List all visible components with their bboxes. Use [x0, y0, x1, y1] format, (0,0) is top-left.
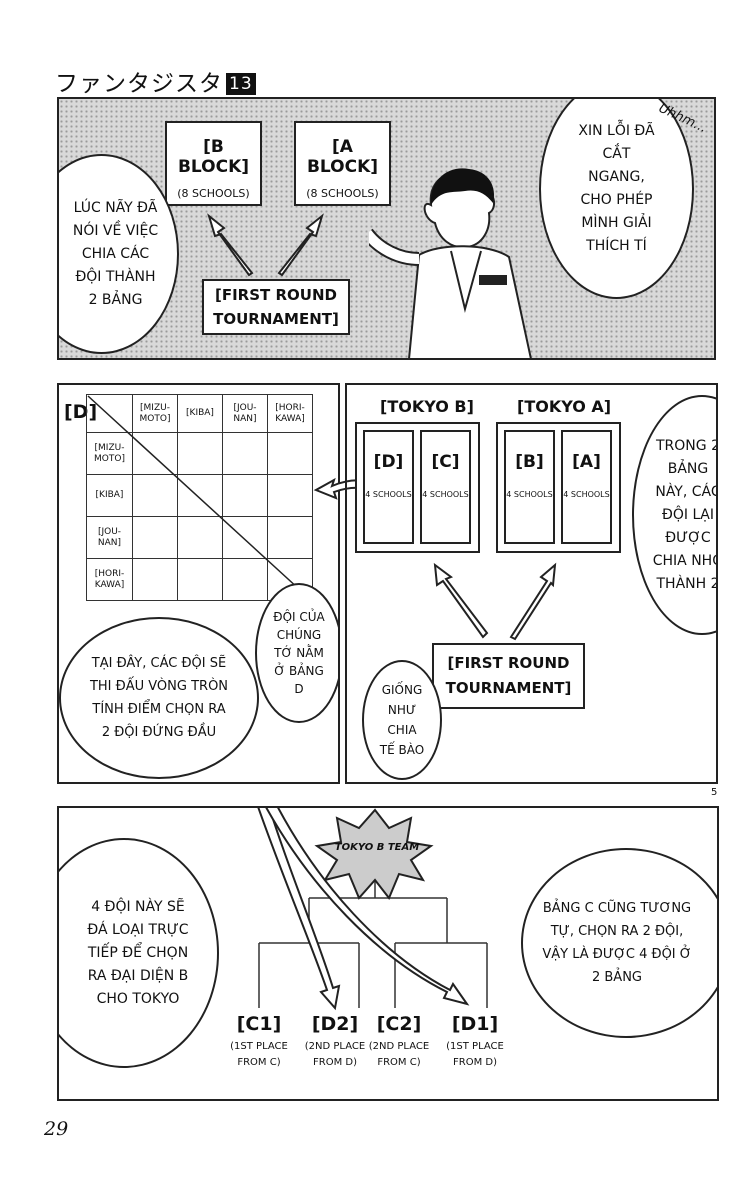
grid-diagonal — [87, 395, 312, 601]
seed-d1-sub: (1ST PLACE FROM D) — [446, 1041, 504, 1068]
block-a-sub: (8 SCHOOLS) — [306, 187, 379, 200]
group-a-label: [A] — [572, 452, 601, 472]
grid-cell — [132, 474, 178, 517]
group-b-label: [B] — [515, 452, 544, 472]
grid-cell — [132, 558, 178, 601]
bubble-intro: LÚC NÃY ĐÃ NÓI VỀ VIỆC CHIA CÁC ĐỘI THÀN… — [59, 154, 179, 354]
grid-cell — [267, 432, 313, 475]
bubble-round-robin: TẠI ĐÂY, CÁC ĐỘI SẼ THI ĐẤU VÒNG TRÒN TÍ… — [59, 617, 259, 779]
block-b-sub: (8 SCHOOLS) — [177, 187, 250, 200]
bubble-our-group: ĐỘI CỦA CHÚNG TỚ NẰM Ở BẢNG D — [255, 583, 338, 723]
grid-cell — [222, 432, 268, 475]
col-header-horikawa: [HORI- KAWA] — [267, 394, 313, 433]
panel-round-robin: [D] [MIZU- MOTO] [KIBA] [JOU- NAN] [HORI… — [57, 383, 340, 784]
group-c-sub: 4 SCHOOLS — [422, 490, 469, 499]
panel-tokyo-groups: [TOKYO B] [TOKYO A] [D] 4 SCHOOLS [C] 4 … — [345, 383, 718, 784]
group-d-sub: 4 SCHOOLS — [365, 490, 412, 499]
bubble-knockout: 4 ĐỘI NÀY SẼ ĐÁ LOẠI TRỰC TIẾP ĐỂ CHỌN R… — [59, 838, 219, 1068]
group-c-label: [C] — [431, 452, 460, 472]
seed-c1: [C1] (1ST PLACE FROM C) — [224, 1013, 294, 1071]
block-a-box: [A BLOCK] (8 SCHOOLS) — [294, 121, 391, 206]
group-arrows — [433, 562, 557, 641]
first-round-box-2: [FIRST ROUND TOURNAMENT] — [432, 643, 585, 709]
seed-d1: [D1] (1ST PLACE FROM D) — [439, 1013, 511, 1071]
seed-c2-label: [C2] — [376, 1013, 422, 1035]
tokyo-a-label: [TOKYO A] — [517, 397, 612, 416]
group-d-label: [D] — [373, 452, 404, 472]
grid-cell — [222, 558, 268, 601]
tokyo-b-label: [TOKYO B] — [380, 397, 474, 416]
bubble-cell-division: GIỐNG NHƯ CHIA TẾ BÀO — [362, 660, 442, 780]
book-title: ファンタジスタ — [55, 71, 223, 97]
seed-c1-label: [C1] — [236, 1013, 282, 1035]
block-a-title: [A BLOCK] — [306, 137, 379, 177]
first-round-box-1: [FIRST ROUND TOURNAMENT] — [202, 279, 350, 335]
round-robin-grid: [MIZU- MOTO] [KIBA] [JOU- NAN] [HORI- KA… — [86, 394, 313, 601]
block-arrows — [207, 213, 324, 277]
page-number: 29 — [44, 1118, 69, 1140]
group-b-sub: 4 SCHOOLS — [506, 490, 553, 499]
bubble-apology: XIN LỖI ĐÃ CẮT NGANG, CHO PHÉP MÌNH GIẢI… — [539, 99, 694, 299]
tokyo-b-star — [314, 808, 434, 900]
seed-c2-sub: (2ND PLACE FROM C) — [368, 1041, 430, 1068]
col-header-kiba: [KIBA] — [177, 394, 223, 433]
seed-c2: [C2] (2ND PLACE FROM C) — [363, 1013, 435, 1071]
panel-blocks: [B BLOCK] (8 SCHOOLS) [A BLOCK] (8 SCHOO… — [57, 97, 716, 360]
seed-d2: [D2] (2ND PLACE FROM D) — [299, 1013, 371, 1071]
block-b-title: [B BLOCK] — [177, 137, 250, 177]
bracket-lines — [257, 808, 488, 1011]
bubble-group-c: BẢNG C CŨNG TƯƠNG TỰ, CHỌN RA 2 ĐỘI, VẬY… — [521, 848, 717, 1038]
group-a-sub: 4 SCHOOLS — [563, 490, 610, 499]
col-header-mizumoto: [MIZU- MOTO] — [132, 394, 178, 433]
volume-badge: 13 — [226, 73, 256, 95]
seed-d2-label: [D2] — [311, 1013, 359, 1035]
group-a-box: [A] 4 SCHOOLS — [561, 430, 612, 544]
character-illustration — [369, 168, 532, 358]
seed-d1-label: [D1] — [451, 1013, 499, 1035]
seed-d2-sub: (2ND PLACE FROM D) — [304, 1041, 366, 1068]
group-b-box: [B] 4 SCHOOLS — [504, 430, 555, 544]
block-b-box: [B BLOCK] (8 SCHOOLS) — [165, 121, 262, 206]
group-d-box: [D] 4 SCHOOLS — [363, 430, 414, 544]
seed-c1-sub: (1ST PLACE FROM C) — [230, 1041, 288, 1068]
grid-cell — [267, 474, 313, 517]
panel-number: 5 — [711, 787, 718, 798]
row-header-horikawa: [HORI- KAWA] — [86, 558, 133, 601]
star-label: TOKYO B TEAM — [334, 842, 420, 853]
group-c-box: [C] 4 SCHOOLS — [420, 430, 471, 544]
panel-bracket: TOKYO B TEAM 4 ĐỘI NÀY SẼ ĐÁ LOẠI TRỰC T… — [57, 806, 719, 1101]
